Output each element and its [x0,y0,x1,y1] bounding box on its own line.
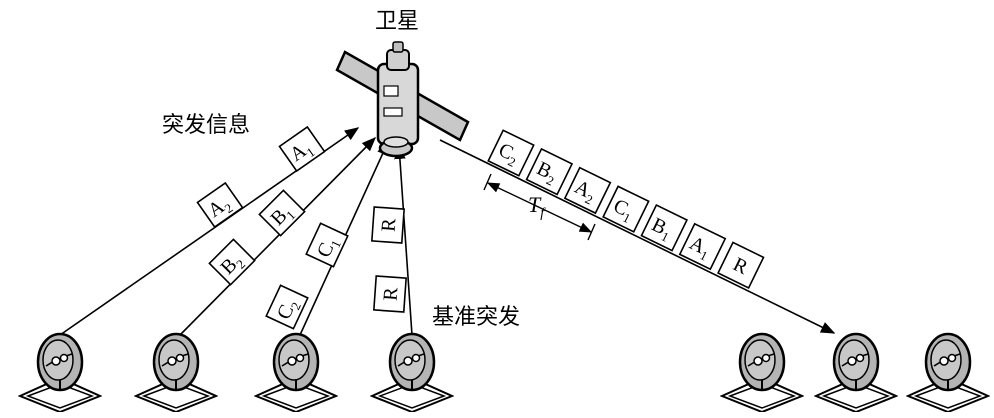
frame-period-tick-right [587,223,596,241]
ground-stations [18,332,990,412]
packet-box: R [716,241,765,290]
frame-period-marker: Tf [483,173,596,241]
packet-box: C2 [265,284,309,330]
packet-box: B2 [525,147,574,196]
dish-antenna-icon [720,332,804,412]
dish-antenna-icon [254,332,338,412]
satellite-label: 卫星 [375,9,419,34]
frame-period-tick-left [483,173,492,191]
satellite-icon [335,41,470,158]
uplink-line-b [179,136,377,336]
frame-period-arrow [486,182,593,233]
packet-label: R [378,217,401,233]
packet-box: B2 [208,238,256,286]
dish-antenna-icon [18,332,102,412]
packet-box: C1 [602,185,650,233]
downlink-line [439,139,836,334]
packet-box: R [370,206,406,244]
burst-info-label: 突发信息 [162,113,250,138]
packet-box: A1 [678,222,727,271]
dish-antenna-icon [906,332,990,412]
packet-box: B1 [258,189,306,237]
packet-label: R [380,286,403,302]
packet-box: A2 [196,181,244,229]
dish-antenna-icon [370,332,454,412]
packet-box: B1 [640,203,689,252]
packet-box: A1 [278,125,326,173]
uplink-line-r [394,144,413,336]
packet-box: C1 [305,222,349,268]
packet-box: C2 [487,129,535,177]
reference-burst-label: 基准突发 [432,305,520,330]
dish-antenna-icon [814,332,898,412]
dish-antenna-icon [134,332,218,412]
packet-box: R [372,275,408,313]
frame-period-label: Tf [528,192,546,221]
packet-box: A2 [563,166,612,215]
uplink-lines [59,127,413,336]
